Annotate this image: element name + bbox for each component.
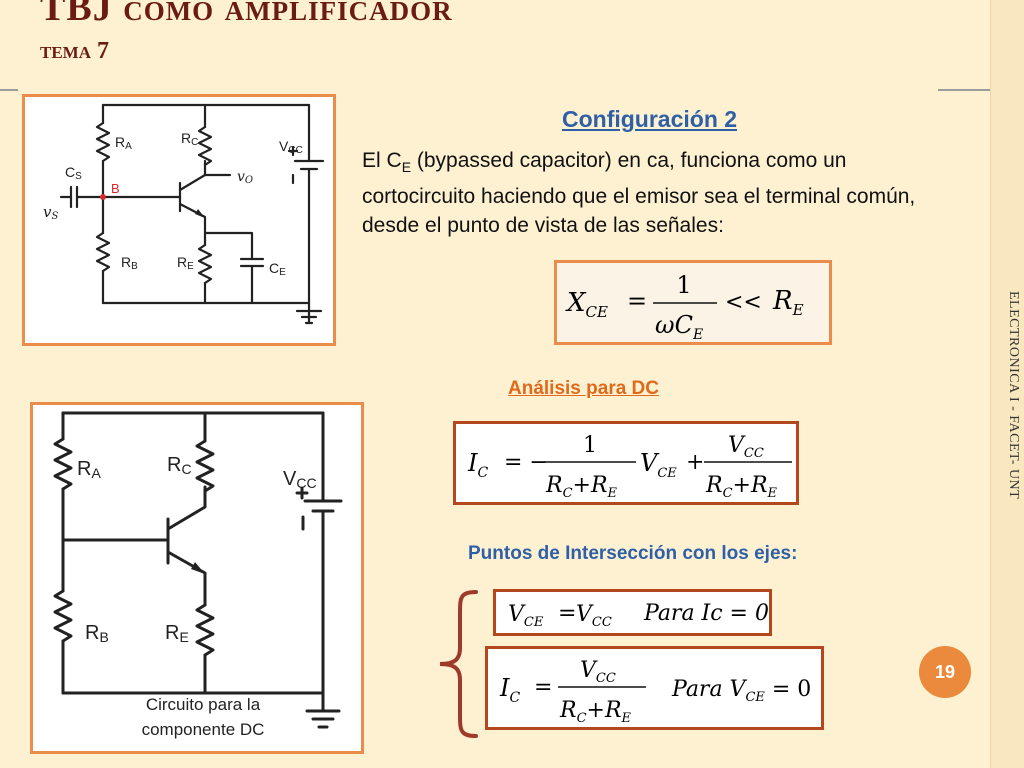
- label-ce: C: [269, 260, 279, 276]
- svg-text:IC: IC: [499, 674, 520, 706]
- equation-xce: XCE = 1 ωCE << RE: [565, 271, 804, 342]
- svg-text:VCE: VCE: [640, 449, 677, 481]
- slide-number-badge: 19: [919, 646, 971, 698]
- ra-resistor: [95, 121, 111, 163]
- svg-text:ωCE: ωCE: [655, 311, 703, 342]
- label-rb: R: [121, 254, 131, 270]
- svg-text:VCC: VCC: [283, 468, 317, 491]
- vcc-battery: [293, 159, 325, 171]
- svg-text:RE: RE: [165, 622, 189, 645]
- svg-text:CE: CE: [269, 260, 286, 278]
- divider-left: [0, 89, 18, 91]
- svg-text:RC: RC: [181, 130, 198, 148]
- svg-text:RC: RC: [167, 454, 192, 477]
- label-vcc: V: [279, 138, 289, 154]
- dc-analysis-heading: Análisis para DC: [508, 378, 659, 399]
- svg-text:RB: RB: [121, 254, 138, 272]
- equation-vce-intersect-box: VCE = VCC Para Ic = 0: [493, 589, 772, 636]
- dc-label-rc: R: [167, 454, 181, 476]
- re-resistor: [197, 243, 213, 285]
- svg-text:XCE: XCE: [565, 288, 608, 321]
- svg-text:= −: = −: [504, 450, 548, 475]
- svg-text:RE: RE: [772, 286, 804, 319]
- svg-text:1: 1: [583, 433, 597, 458]
- ground-symbol: [295, 309, 323, 325]
- svg-text:=: =: [534, 675, 552, 700]
- dc-caption-line2: componente DC: [142, 720, 265, 739]
- svg-text:<<: <<: [725, 290, 762, 315]
- dc-label-vcc: V: [283, 468, 297, 490]
- svg-text:RA: RA: [77, 458, 101, 481]
- svg-text:vO: vO: [237, 169, 253, 186]
- svg-text:RC+RE: RC+RE: [705, 473, 778, 501]
- config-heading: Configuración 2: [562, 106, 738, 132]
- bjt-emitter-arrow: [195, 209, 205, 218]
- svg-text:Para Ic = 0: Para Ic = 0: [643, 601, 769, 626]
- svg-text:VCC: VCC: [728, 433, 764, 461]
- svg-text:1: 1: [676, 271, 691, 299]
- right-decorative-band: [990, 0, 1024, 768]
- svg-text:VCE: VCE: [508, 602, 544, 630]
- equation-load-line-box: IC = − 1 RC+RE VCE + VCC RC+RE: [453, 421, 799, 505]
- dc-caption-line1: Circuito para la: [146, 695, 261, 714]
- svg-text:VCC: VCC: [580, 658, 616, 686]
- svg-text:+: +: [686, 450, 704, 475]
- dc-re-resistor: [195, 603, 215, 657]
- circuit-dc-schematic: RA RC VCC RB RE Circuito para la compone…: [53, 411, 343, 739]
- vcc-plus-sign: [287, 145, 299, 157]
- dc-rb-resistor: [53, 589, 73, 643]
- svg-text:RC+RE: RC+RE: [559, 698, 632, 726]
- rc-resistor: [197, 125, 213, 167]
- circuit-top-panel: RA RC VCC CS B vO vS RB RE CE: [22, 94, 336, 346]
- equation-load-line: IC = − 1 RC+RE VCE + VCC RC+RE: [467, 433, 792, 501]
- dc-bjt-collector: [166, 485, 207, 531]
- dc-rc-resistor: [195, 439, 215, 493]
- ce-wire: [203, 231, 254, 261]
- equation-ic-intersect: IC = VCC RC+RE Para VCE = 0: [499, 658, 811, 726]
- svg-text:RA: RA: [115, 134, 132, 152]
- svg-text:CS: CS: [65, 164, 82, 182]
- dc-label-rb: R: [85, 622, 99, 644]
- dc-vcc-plus: [295, 486, 309, 500]
- label-vo: v: [237, 169, 245, 185]
- svg-text:VCC: VCC: [576, 602, 612, 630]
- label-rc: R: [181, 130, 191, 146]
- dc-ground-symbol: [305, 709, 341, 729]
- svg-text:RB: RB: [85, 622, 109, 645]
- curly-brace: [439, 590, 478, 738]
- slide-title: TBJ como amplificador: [40, 0, 453, 29]
- circuit-dc-panel: RA RC VCC RB RE Circuito para la compone…: [30, 402, 364, 754]
- svg-text:RE: RE: [177, 254, 194, 272]
- svg-text:vS: vS: [43, 203, 58, 222]
- dc-bjt-emitter: [166, 550, 207, 607]
- equation-xce-box: XCE = 1 ωCE << RE: [554, 260, 832, 345]
- label-vs: v: [43, 203, 52, 221]
- bjt-collector: [178, 159, 207, 192]
- circuit-top-schematic: RA RC VCC CS B vO vS RB RE CE: [43, 103, 325, 325]
- intersections-heading: Puntos de Intersección con los ejes:: [468, 543, 798, 564]
- label-re: R: [177, 254, 187, 270]
- config-description: El CE (bypassed capacitor) en ca, funcio…: [362, 149, 916, 238]
- base-node-dot: [100, 194, 106, 200]
- label-b: B: [111, 181, 120, 196]
- svg-text:=: =: [627, 287, 647, 315]
- dc-bjt-emitter-arrow: [191, 562, 205, 574]
- dc-label-ra: R: [77, 458, 91, 480]
- slide-subtitle: tema 7: [40, 38, 109, 64]
- svg-text:VCC: VCC: [279, 138, 303, 156]
- bjt-emitter: [178, 202, 207, 229]
- label-ra: R: [115, 134, 125, 150]
- equation-vce-intersect: VCE = VCC Para Ic = 0: [508, 601, 769, 630]
- vertical-footer: ELECTRONICA I - FACET- UNT: [1006, 290, 1021, 500]
- svg-text:=: =: [558, 601, 576, 626]
- svg-text:IC: IC: [467, 449, 488, 481]
- divider-right: [938, 89, 990, 91]
- svg-text:RC+RE: RC+RE: [545, 473, 618, 501]
- rb-resistor: [95, 231, 111, 273]
- label-cs: C: [65, 164, 75, 180]
- dc-ra-resistor: [53, 437, 73, 491]
- equation-ic-intersect-box: IC = VCC RC+RE Para VCE = 0: [485, 646, 824, 730]
- dc-label-re: R: [165, 622, 179, 644]
- svg-text:Para VCE = 0: Para VCE = 0: [671, 677, 811, 705]
